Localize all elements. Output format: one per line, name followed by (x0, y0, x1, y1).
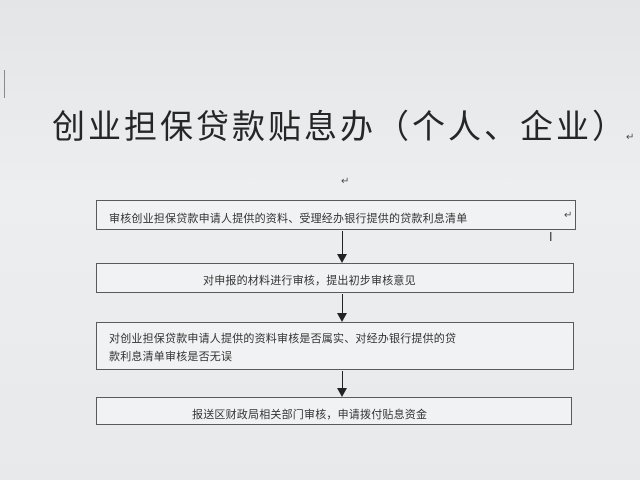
flow-step-2-text: 对申报的材料进行审核，提出初步审核意见 (203, 274, 416, 287)
page-title: 创业担保贷款贴息办（个人、企业） (52, 107, 628, 146)
flow-step-2-box[interactable]: 对申报的材料进行审核，提出初步审核意见 (96, 263, 574, 293)
flow-step-4-box[interactable]: 报送区财政局相关部门审核，申请拨付贴息资金 (96, 397, 572, 425)
paragraph-mark: ↵ (626, 132, 635, 143)
flow-step-1-box[interactable]: 审核创业担保贷款申请人提供的资料、受理经办银行提供的贷款利息清单 (96, 200, 576, 230)
flow-step-3-line-2: 款利息清单审核是否无误 (109, 350, 233, 363)
flow-arrow-3 (337, 371, 347, 397)
text-cursor-icon: I (549, 230, 553, 244)
flow-step-1-text: 审核创业担保贷款申请人提供的资料、受理经办银行提供的贷款利息清单 (109, 212, 468, 225)
flow-arrow-1 (337, 231, 347, 263)
ruler-margin-mark (0, 70, 5, 98)
flow-arrow-2 (337, 294, 347, 322)
flow-step-4-text: 报送区财政局相关部门审核，申请拨付贴息资金 (192, 408, 428, 421)
flow-step-3-box[interactable]: 对创业担保贷款申请人提供的资料审核是否属实、对经办银行提供的贷 款利息清单审核是… (96, 322, 574, 370)
paragraph-mark: ↵ (341, 176, 350, 187)
paragraph-mark: ↵ (564, 210, 573, 221)
flow-step-3-line-1: 对创业担保贷款申请人提供的资料审核是否属实、对经办银行提供的贷 (109, 332, 457, 345)
